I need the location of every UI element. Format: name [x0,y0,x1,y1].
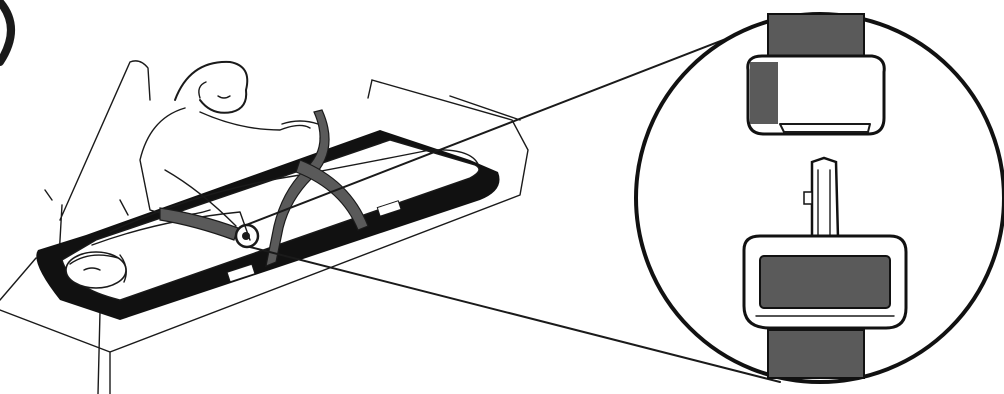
lower-strap [768,330,864,378]
buckle-tongue [812,158,838,238]
magnifier-circle-icon [636,14,1004,382]
corner-circle-fragment [0,2,11,62]
